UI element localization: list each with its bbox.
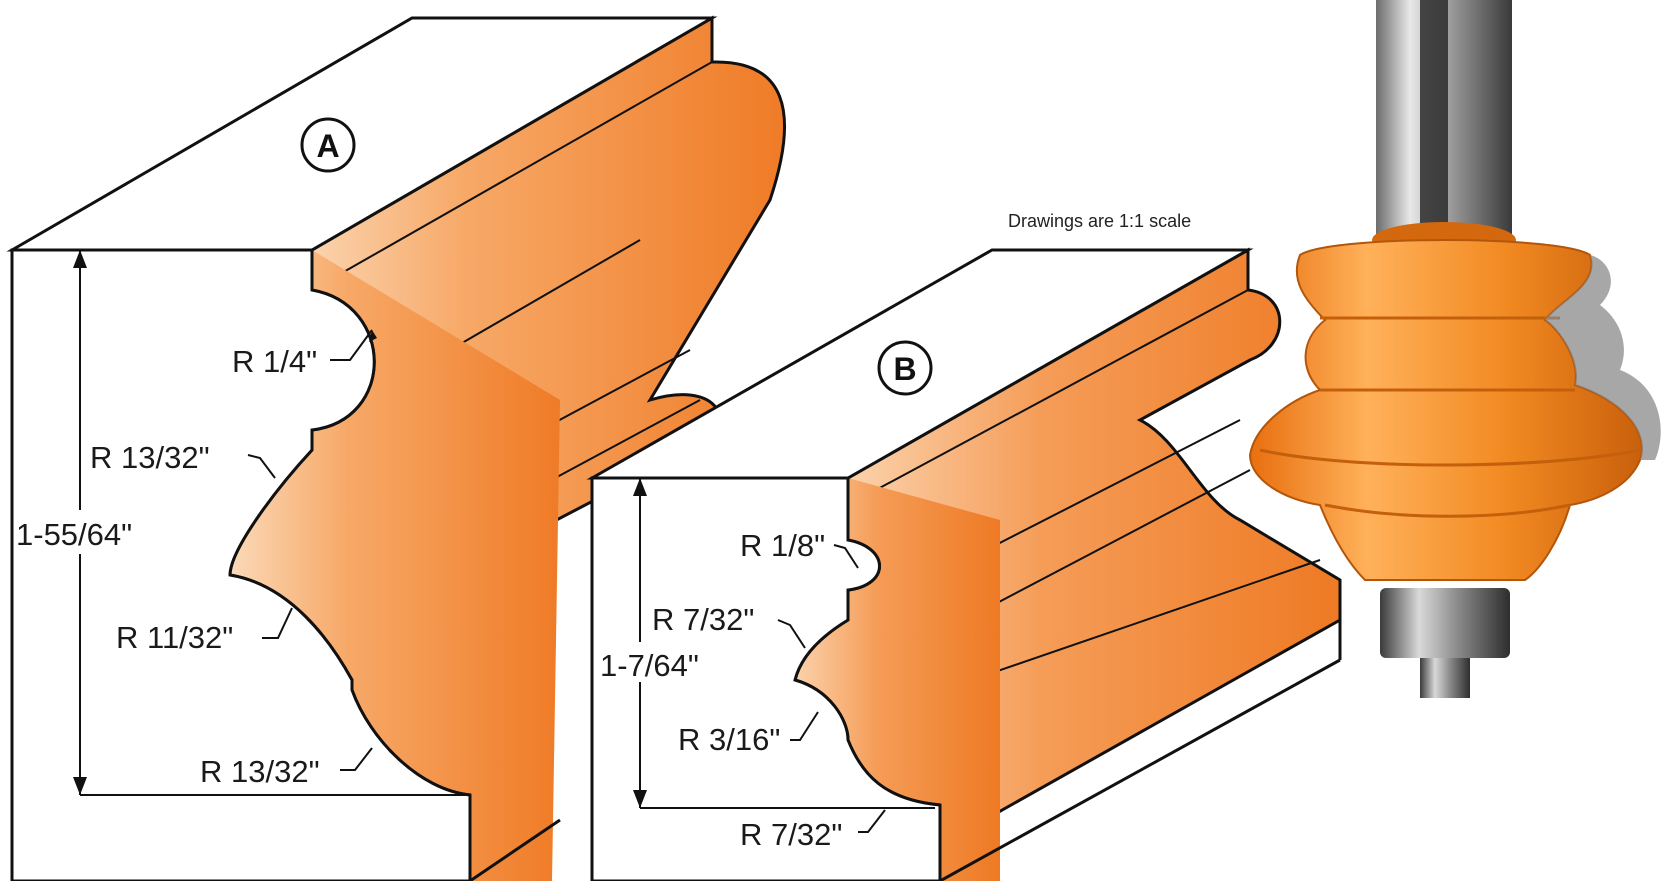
router-bit-illustration [1248,0,1661,698]
profile-b-letter: B [893,351,916,387]
profile-b-height-label: 1-7/64" [600,648,699,683]
profile-a-letter: A [316,128,339,164]
profile-b-stock-front [590,476,942,883]
scale-note: Drawings are 1:1 scale [1008,211,1191,231]
profile-b-radius-2: R 7/32" [652,602,754,637]
profile-b-radius-4: R 7/32" [740,817,842,852]
profile-b-front-face [795,478,1000,881]
profile-a-block: 1-55/64" A R 1/4" R 13/32" R 11/32" R 13… [6,15,787,883]
profile-b-letter-badge [877,340,933,396]
profile-b-radius-1: R 1/8" [740,528,825,563]
router-bit-cutter [1248,239,1643,581]
router-bit-bearing-screw [1420,658,1470,698]
profile-a-radius-3: R 11/32" [116,620,233,655]
profile-a-front-face [230,250,560,881]
profile-a-radius-1: R 1/4" [232,344,317,379]
profile-a-height-label: 1-55/64" [16,517,132,552]
profile-b-radius-3: R 3/16" [678,722,780,757]
profile-a-letter-badge [300,117,356,173]
profile-a-stock-front [10,248,472,883]
profile-b-block: 1-7/64" B R 1/8" R 7/32" R 3/16" R 7/32" [586,247,1342,883]
profile-a-radius-4: R 13/32" [200,754,320,789]
profile-a-radius-2: R 13/32" [90,440,210,475]
router-bit-bearing [1380,588,1510,658]
